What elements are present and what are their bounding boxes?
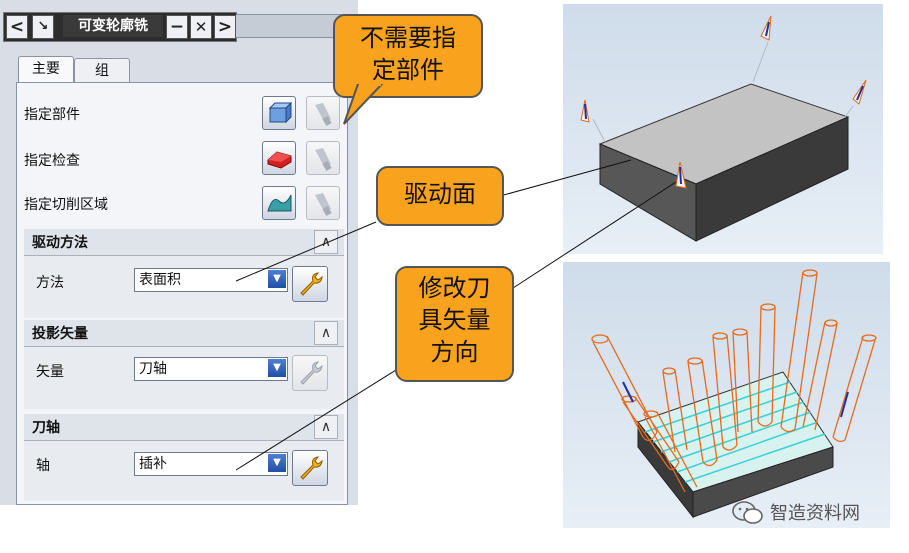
display-check-button[interactable] [306,141,340,175]
flashlight-icon [315,148,332,171]
select-check-button[interactable] [262,141,296,175]
method-select[interactable]: 表面积 ▼ [134,268,288,292]
axis-select[interactable]: 插补 ▼ [134,452,288,476]
axis-label: 轴 [36,458,50,474]
wrench-icon [300,456,323,480]
collapse-icon[interactable]: ∧ [314,321,338,345]
drive-method-header[interactable]: 驱动方法 ∧ [24,229,344,256]
callout-modify-axis: 修改刀具矢量方向 [395,266,514,382]
collapse-icon[interactable]: ∧ [314,230,338,254]
flashlight-icon [315,103,332,126]
callout-no-part-text: 不需要指定部件 [360,24,456,84]
part-block-graphic [580,15,867,242]
collapse-icon[interactable]: ∧ [314,415,338,439]
wechat-icon [732,501,763,524]
vector-select[interactable]: 刀轴 ▼ [134,357,288,381]
wrench-icon [300,361,323,385]
scene-part-view [563,4,883,254]
edit-axis-button[interactable] [292,450,328,486]
select-cut-area-button[interactable] [262,186,296,220]
callout-no-part: 不需要指定部件 [333,14,483,98]
nav-right-button[interactable]: > [214,15,236,39]
pin-icon[interactable]: ↘ [32,15,54,39]
toolpath-graphic [591,269,877,519]
display-cut-area-button[interactable] [306,186,340,220]
vector-label: 矢量 [36,364,64,380]
check-icon [267,151,292,169]
dialog-title: 可变轮廓铣 [63,15,163,37]
specify-cut-area-label: 指定切削区域 [24,197,108,213]
select-part-button[interactable] [262,96,296,130]
nav-left-button[interactable]: < [6,15,28,39]
part-icon [268,101,293,124]
watermark: 智造资料网 [732,498,860,526]
callout-drive-surface: 驱动面 [376,166,504,226]
title-bar: < ↘ 可变轮廓铣 − ✕ > [3,12,237,42]
callout-modify-axis-text: 修改刀具矢量方向 [418,274,491,366]
tab-group[interactable]: 组 [74,58,130,83]
tool-axis-title: 刀轴 [32,420,60,436]
drive-method-title: 驱动方法 [32,235,88,251]
close-button[interactable]: ✕ [190,15,212,39]
cut-area-icon [267,194,292,212]
flashlight-icon [315,193,332,216]
display-part-button[interactable] [306,96,340,130]
tool-axis-header[interactable]: 刀轴 ∧ [24,414,344,441]
minimize-button[interactable]: − [166,15,188,39]
edit-drive-button[interactable] [292,266,328,302]
chevron-down-icon: ▼ [268,270,286,288]
specify-part-label: 指定部件 [24,107,80,123]
specify-check-label: 指定检查 [24,153,80,169]
edit-vector-button[interactable] [292,355,328,391]
projection-vector-title: 投影矢量 [32,326,88,342]
watermark-text: 智造资料网 [770,503,860,524]
method-label: 方法 [36,275,64,291]
scene-toolpath-view [563,262,890,528]
projection-vector-header[interactable]: 投影矢量 ∧ [24,320,344,347]
callout-pointer [343,84,384,125]
chevron-down-icon: ▼ [268,454,286,472]
chevron-down-icon: ▼ [268,359,286,377]
wrench-icon [300,272,323,296]
tab-main[interactable]: 主要 [18,56,74,83]
